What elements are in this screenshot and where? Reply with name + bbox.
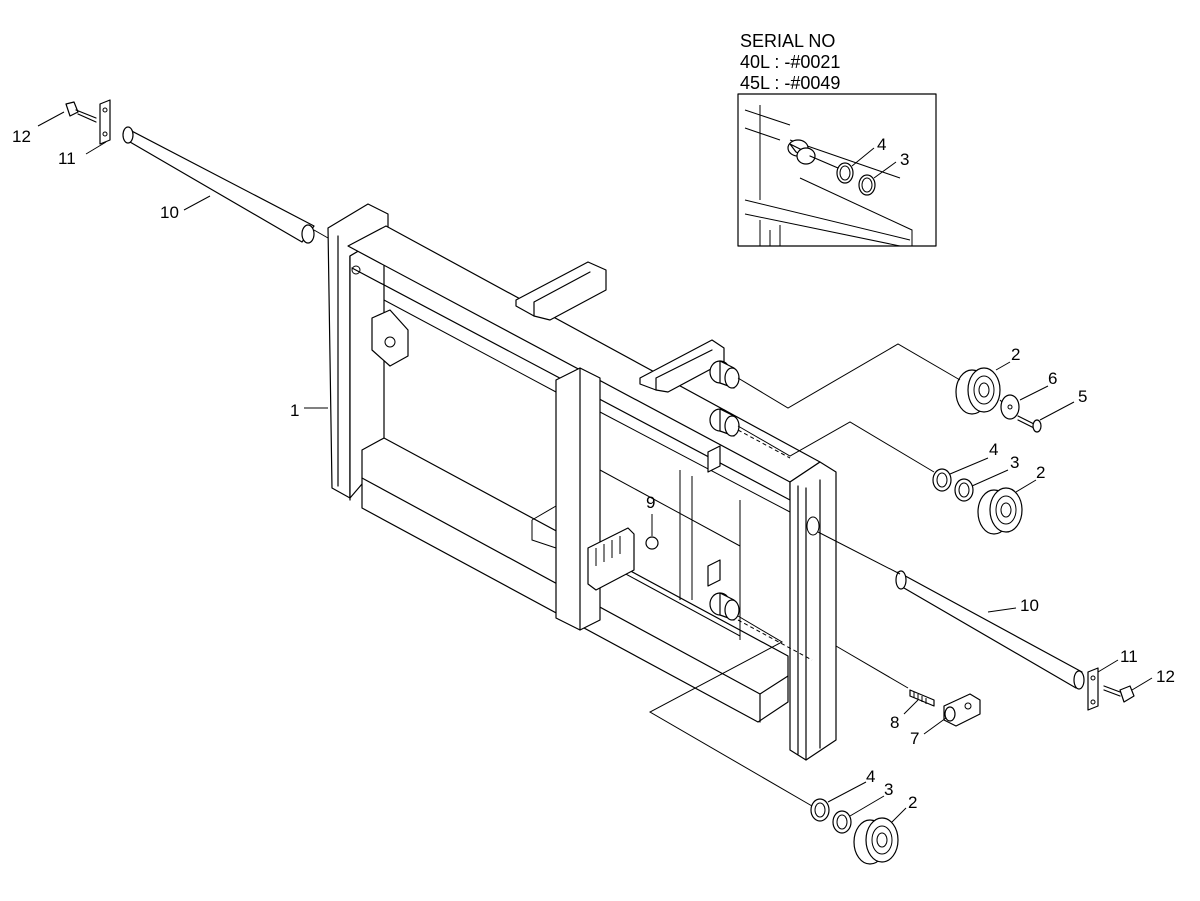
label-11-lower: 11 <box>1120 647 1138 666</box>
roller-2-middle <box>977 487 1023 535</box>
label-2-top: 2 <box>1011 345 1020 364</box>
serial-line-45l: 45L : -#0049 <box>740 73 840 93</box>
label-4-inset: 4 <box>877 135 886 154</box>
shaft-10-lower <box>895 570 1085 690</box>
left-lug <box>371 309 409 367</box>
upper-stub <box>709 360 740 389</box>
nut-9 <box>645 536 659 550</box>
bolt-12-lower <box>1103 685 1135 703</box>
top-bracket-right <box>639 339 725 393</box>
label-4-bottom: 4 <box>866 767 875 786</box>
inset-frame-lines <box>744 105 913 247</box>
washer-4-bottom <box>810 798 830 822</box>
label-leaders <box>37 111 1153 823</box>
pin-8 <box>909 689 935 707</box>
label-4-middle: 4 <box>989 440 998 459</box>
carriage-frame <box>327 203 837 761</box>
block-7 <box>943 693 981 727</box>
washer-3-middle <box>954 478 974 502</box>
label-3-inset: 3 <box>900 150 909 169</box>
label-2-middle: 2 <box>1036 463 1045 482</box>
label-3-middle: 3 <box>1010 453 1019 472</box>
label-12-lower: 12 <box>1156 667 1175 686</box>
label-10-upper: 10 <box>160 203 179 222</box>
serial-title: SERIAL NO <box>740 31 835 51</box>
bracket-11-upper <box>99 99 111 145</box>
serial-line-40l: 40L : -#0021 <box>740 52 840 72</box>
top-bracket-left <box>515 261 607 321</box>
serial-inset: 4 3 <box>737 93 937 247</box>
label-7: 7 <box>910 729 919 748</box>
center-post <box>555 367 601 631</box>
bolt-12-upper <box>65 101 97 123</box>
label-3-bottom: 3 <box>884 780 893 799</box>
label-8: 8 <box>890 713 899 732</box>
label-11-upper: 11 <box>58 149 76 168</box>
inset-stub <box>787 139 839 169</box>
bracket-11-lower <box>1087 667 1099 711</box>
label-10-lower: 10 <box>1020 596 1039 615</box>
washer-6 <box>1000 394 1020 420</box>
roller-2-top <box>955 367 1001 415</box>
assembly-lines <box>648 343 1003 807</box>
lower-stub <box>709 592 740 621</box>
washer-4-middle <box>932 468 952 492</box>
label-6: 6 <box>1048 369 1057 388</box>
slotted-plate <box>587 527 635 591</box>
label-5: 5 <box>1078 387 1087 406</box>
label-9: 9 <box>646 493 655 512</box>
roller-2-bottom <box>853 817 899 865</box>
shaft-10-upper <box>122 126 329 244</box>
right-side-plate <box>789 461 837 761</box>
screw-5 <box>1017 415 1042 433</box>
label-12-upper: 12 <box>12 127 31 146</box>
label-1: 1 <box>290 401 299 420</box>
inset-frame <box>737 93 937 247</box>
label-2-bottom: 2 <box>908 793 917 812</box>
washer-3-bottom <box>832 810 852 834</box>
